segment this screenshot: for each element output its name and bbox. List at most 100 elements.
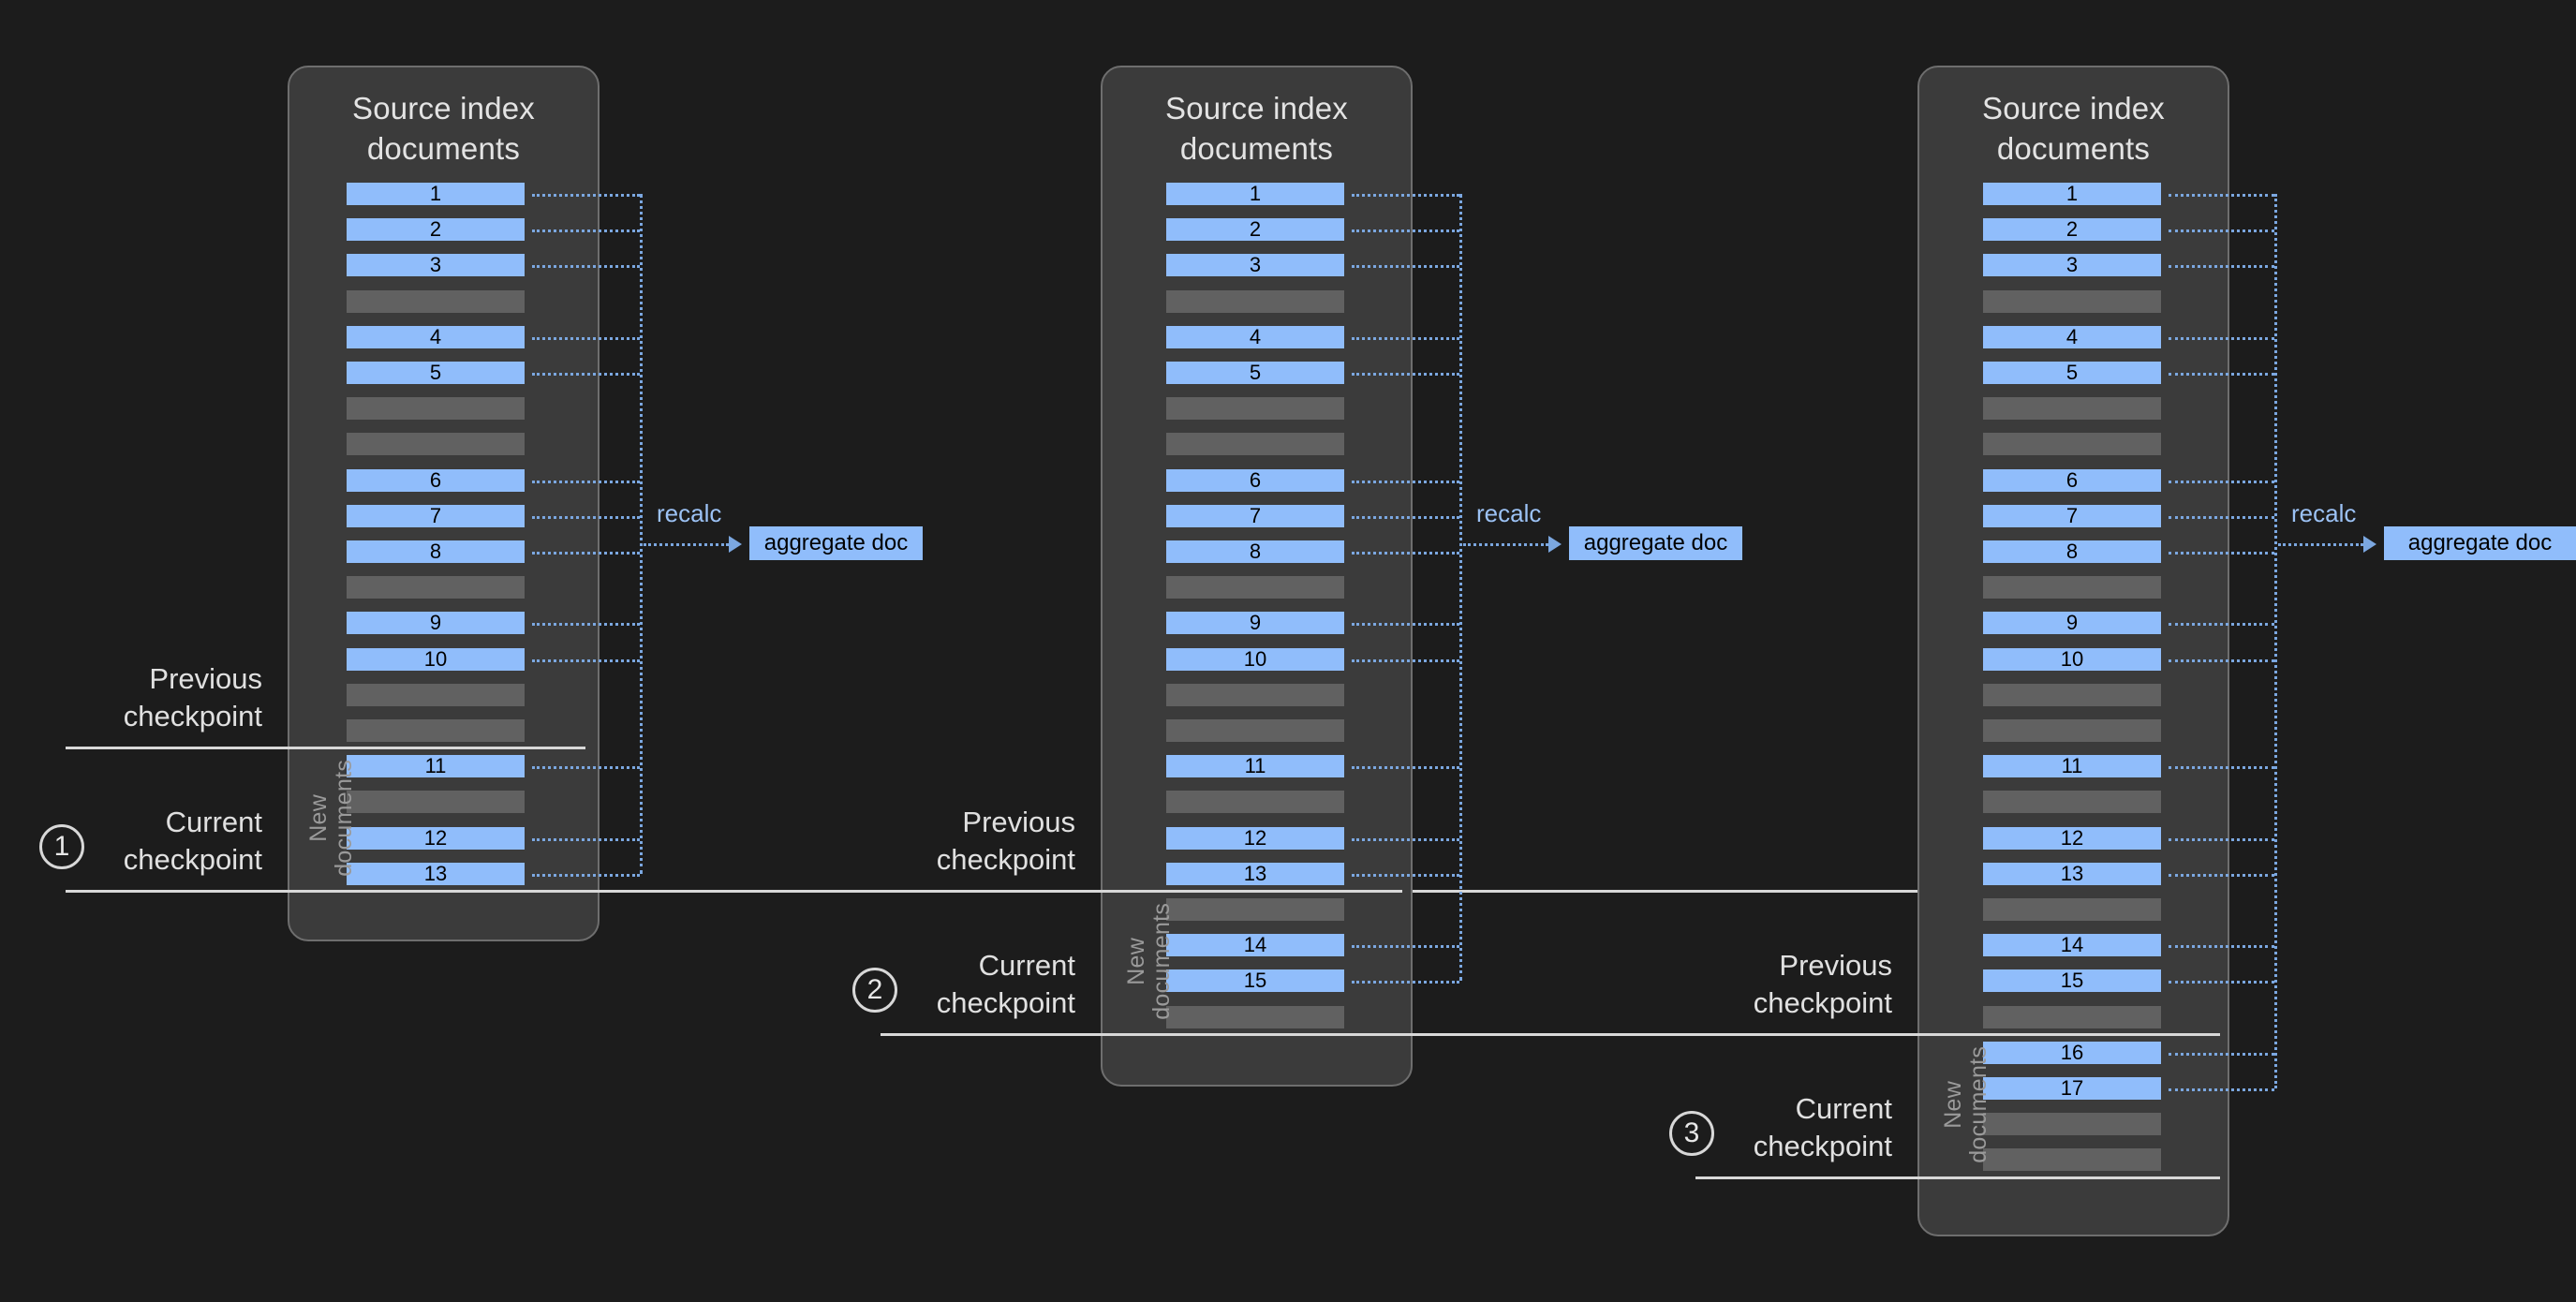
aggregate-doc-box-3: aggregate doc xyxy=(2384,526,2576,560)
connector-line xyxy=(532,194,640,197)
recalc-arrow-line xyxy=(644,543,729,546)
connector-line xyxy=(2169,1088,2274,1091)
connector-line xyxy=(532,373,640,376)
document-row: 11 xyxy=(1983,755,2161,778)
document-row: 17 xyxy=(1983,1077,2161,1100)
empty-row xyxy=(1166,898,1344,921)
document-row: 4 xyxy=(347,325,525,348)
connector-line xyxy=(1352,945,1459,949)
document-row: 12 xyxy=(347,826,525,850)
aggregate-doc-box-2: aggregate doc xyxy=(1569,526,1742,560)
empty-row xyxy=(1983,433,2161,456)
recalc-arrow-line xyxy=(1463,543,1548,546)
connector-line xyxy=(2169,873,2274,877)
empty-row xyxy=(347,576,525,599)
connector-line xyxy=(1352,658,1459,662)
document-row: 16 xyxy=(1983,1041,2161,1064)
connector-line xyxy=(532,766,640,770)
empty-row xyxy=(1166,433,1344,456)
connector-line xyxy=(2169,552,2274,555)
empty-row xyxy=(1166,719,1344,742)
empty-row xyxy=(1166,289,1344,313)
document-row: 1 xyxy=(347,183,525,205)
connector-line xyxy=(1352,229,1459,233)
empty-row xyxy=(1983,289,2161,313)
empty-row xyxy=(1983,1113,2161,1136)
document-row: 12 xyxy=(1983,826,2161,850)
connector-line xyxy=(532,265,640,269)
empty-row xyxy=(347,433,525,456)
connector-line xyxy=(1352,766,1459,770)
document-row: 7 xyxy=(1983,504,2161,527)
connector-line xyxy=(532,623,640,627)
connector-line xyxy=(1352,480,1459,483)
previous-checkpoint-rule-1 xyxy=(66,747,585,750)
document-row: 8 xyxy=(1166,540,1344,563)
document-row: 6 xyxy=(1983,468,2161,492)
connector-line xyxy=(1352,552,1459,555)
previous-checkpoint-label-3: Previous checkpoint xyxy=(1753,948,1892,1019)
document-row: 5 xyxy=(347,362,525,384)
connector-line xyxy=(2169,480,2274,483)
previous-checkpoint-rule-3 xyxy=(1695,1032,2220,1036)
previous-checkpoint-rule-2 xyxy=(623,890,1402,893)
panel-title-3: Source index documents xyxy=(1981,91,2166,166)
connector-bus xyxy=(1459,194,1462,982)
empty-row xyxy=(1166,791,1344,814)
new-documents-label-1: New documents xyxy=(305,760,357,878)
empty-row xyxy=(1166,1005,1344,1028)
panel-title-2: Source index documents xyxy=(1164,91,1349,166)
recalc-label-3: recalc xyxy=(2291,499,2357,527)
current-checkpoint-label-3: Current checkpoint xyxy=(1753,1091,1892,1162)
empty-row xyxy=(1166,683,1344,706)
document-row: 6 xyxy=(347,468,525,492)
document-row: 3 xyxy=(1166,254,1344,277)
document-row: 1 xyxy=(1166,183,1344,205)
connector-line xyxy=(2169,265,2274,269)
connector-line xyxy=(1352,265,1459,269)
document-row: 5 xyxy=(1983,362,2161,384)
document-row: 15 xyxy=(1983,969,2161,993)
step-number-2: 2 xyxy=(852,967,897,1013)
recalc-label-1: recalc xyxy=(657,499,722,527)
new-documents-label-2: New documents xyxy=(1123,902,1175,1020)
aggregate-doc-box-1: aggregate doc xyxy=(749,526,923,560)
connector-line xyxy=(2169,623,2274,627)
document-row: 10 xyxy=(1983,647,2161,671)
connector-line xyxy=(2169,373,2274,376)
connector-line xyxy=(1352,623,1459,627)
document-row: 12 xyxy=(1166,826,1344,850)
new-documents-label-3: New documents xyxy=(1940,1045,1991,1163)
document-row: 10 xyxy=(347,647,525,671)
connector-line xyxy=(532,336,640,340)
connector-bus xyxy=(640,194,643,874)
connector-line xyxy=(1352,336,1459,340)
current-checkpoint-label-2: Current checkpoint xyxy=(936,948,1075,1019)
connector-line xyxy=(532,873,640,877)
document-row: 13 xyxy=(1166,862,1344,885)
connector-line xyxy=(2169,336,2274,340)
connector-line xyxy=(532,658,640,662)
connector-line xyxy=(2169,981,2274,984)
panel-title-1: Source index documents xyxy=(351,91,536,166)
connector-line xyxy=(2169,658,2274,662)
document-row: 15 xyxy=(1166,969,1344,993)
recalc-arrow-head xyxy=(729,536,742,553)
empty-row xyxy=(1983,791,2161,814)
connector-line xyxy=(1352,837,1459,841)
document-row: 9 xyxy=(1983,612,2161,635)
document-row: 8 xyxy=(347,540,525,563)
empty-row xyxy=(347,791,525,814)
document-row: 13 xyxy=(1983,862,2161,885)
empty-row xyxy=(1983,576,2161,599)
document-row: 9 xyxy=(1166,612,1344,635)
connector-line xyxy=(1352,873,1459,877)
recalc-arrow-head xyxy=(2363,536,2376,553)
empty-row xyxy=(1983,397,2161,421)
document-row: 5 xyxy=(1166,362,1344,384)
empty-row xyxy=(1983,898,2161,921)
recalc-arrow-line xyxy=(2278,543,2363,546)
current-checkpoint-rule-3 xyxy=(1695,1176,2220,1179)
empty-row xyxy=(1983,1005,2161,1028)
